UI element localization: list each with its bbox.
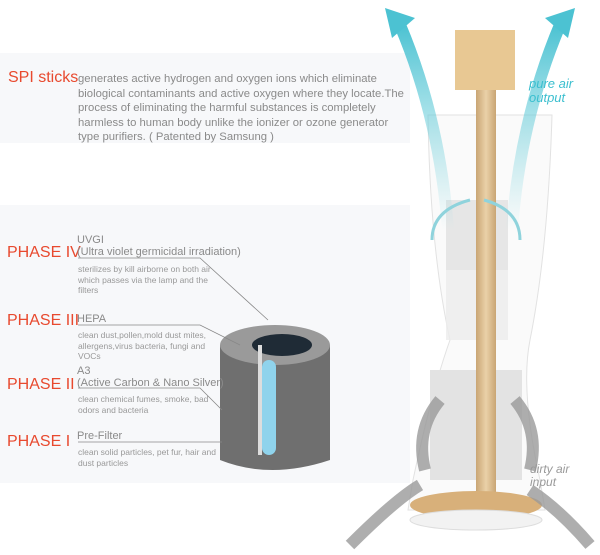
phase-1-title: Pre-Filter (77, 430, 123, 442)
air-output-arrows (394, 22, 566, 231)
phases-panel (0, 205, 410, 483)
phase-1-desc: clean solid particles, pet fur, hair and… (78, 447, 216, 468)
phase-4-subtitle: (Ultra violet germicidal irradiation) (77, 246, 241, 258)
dirty-air-input-label: dirty air input (530, 463, 569, 489)
spi-description: generates active hydrogen and oxygen ion… (78, 73, 404, 143)
input-line-2: input (530, 475, 557, 489)
phase-2-subtitle: (Active Carbon & Nano Silver) (77, 377, 224, 389)
phase-4-title: UVGI (77, 234, 104, 246)
pure-air-output-label: pure air output (529, 77, 573, 105)
phase-2-title: A3 (77, 365, 91, 377)
phase-3-label: PHASE III (7, 312, 80, 329)
wood-top (455, 30, 515, 90)
phase-3-desc: clean dust,pollen,mold dust mites, aller… (78, 330, 207, 361)
phase-4-desc: sterilizes by kill airborne on both air … (78, 264, 211, 295)
spi-title: SPI sticks (8, 69, 79, 86)
phase-4-label: PHASE IV (7, 244, 81, 261)
phase-2-desc: clean chemical fumes, smoke, bad odors a… (78, 394, 209, 415)
phase-3-title: HEPA (77, 313, 107, 325)
spi-panel (0, 53, 410, 143)
filter-cutaway (220, 325, 330, 470)
phase-2-label: PHASE II (7, 376, 75, 393)
phase-1-label: PHASE I (7, 433, 71, 450)
output-line-1: pure air (529, 76, 574, 91)
spi-stick (476, 30, 496, 510)
output-line-2: output (529, 90, 566, 105)
input-line-1: dirty air (530, 462, 570, 476)
air-input-arrows (345, 396, 595, 550)
